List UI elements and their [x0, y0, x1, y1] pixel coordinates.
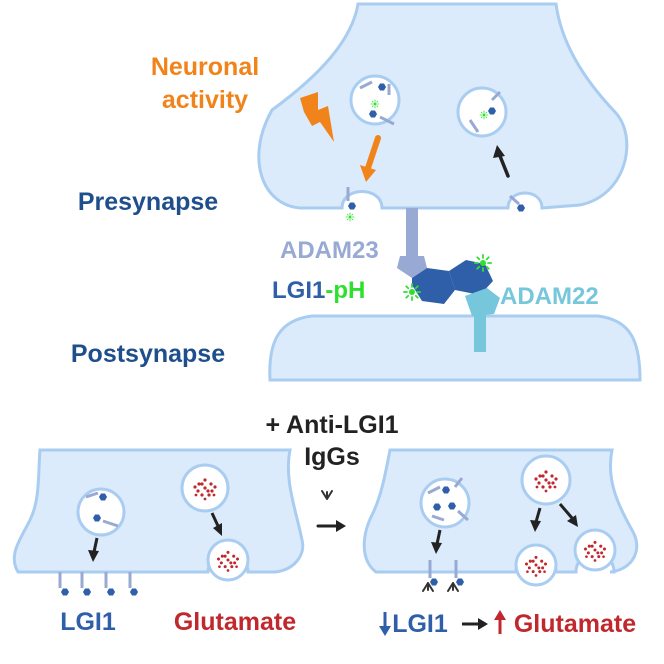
label-presynapse: Presynapse	[78, 188, 218, 216]
exocytosis-pocket-left	[345, 187, 356, 222]
antibody-icon	[321, 490, 333, 500]
label-lgi1-treated: LGI1	[392, 610, 448, 638]
endocytosis-arrow	[498, 154, 510, 178]
label-glutamate-treated: Glutamate	[514, 610, 636, 638]
label-adam23: ADAM23	[280, 237, 379, 264]
postsynaptic-cell	[268, 314, 642, 382]
lgi1-adam23-complex-in-vesicle-right	[468, 90, 502, 133]
surface-lgi1-control	[58, 572, 138, 596]
lgi1-adam23-complex-in-vesicle	[359, 80, 395, 126]
lightning-icon	[300, 92, 334, 142]
ph-fluorescence-icon-right	[474, 254, 492, 272]
label-glutamate-control: Glutamate	[174, 608, 296, 636]
lgi1-complex-control-vesicle	[85, 491, 119, 528]
label-lgi1-ph: LGI1-pH	[272, 277, 365, 304]
arrow-lgi1-release-control	[92, 537, 99, 553]
presynaptic-terminal-control	[12, 448, 305, 574]
label-postsynapse: Postsynapse	[71, 340, 225, 368]
label-treatment-1: + Anti-LGI1	[265, 411, 398, 439]
label-lgi1-control: LGI1	[60, 608, 116, 636]
arrow-glutamate-release-control	[210, 512, 220, 527]
lgi1-complex-treated-vesicle	[427, 477, 470, 522]
endocytosis-pocket-right	[509, 194, 525, 212]
arrow-glutamate-release-treated-left	[534, 507, 542, 523]
label-neuronal-activity-1: Neuronal	[151, 53, 259, 81]
label-treatment-2: IgGs	[304, 443, 360, 471]
label-neuronal-activity-2: activity	[162, 86, 248, 114]
arrow-glutamate-release-treated-right	[558, 503, 574, 519]
vesicle-lgi1-treated	[419, 477, 471, 529]
ph-fluorescence-icon-left	[403, 283, 421, 301]
trans-synaptic-complex	[397, 208, 500, 352]
presynaptic-terminal	[257, 2, 629, 210]
arrow-lgi1-release-treated	[435, 529, 442, 545]
surface-lgi1-antibody-bound	[422, 560, 464, 592]
exocytosis-arrow	[365, 135, 381, 171]
label-adam22: ADAM22	[500, 283, 599, 310]
